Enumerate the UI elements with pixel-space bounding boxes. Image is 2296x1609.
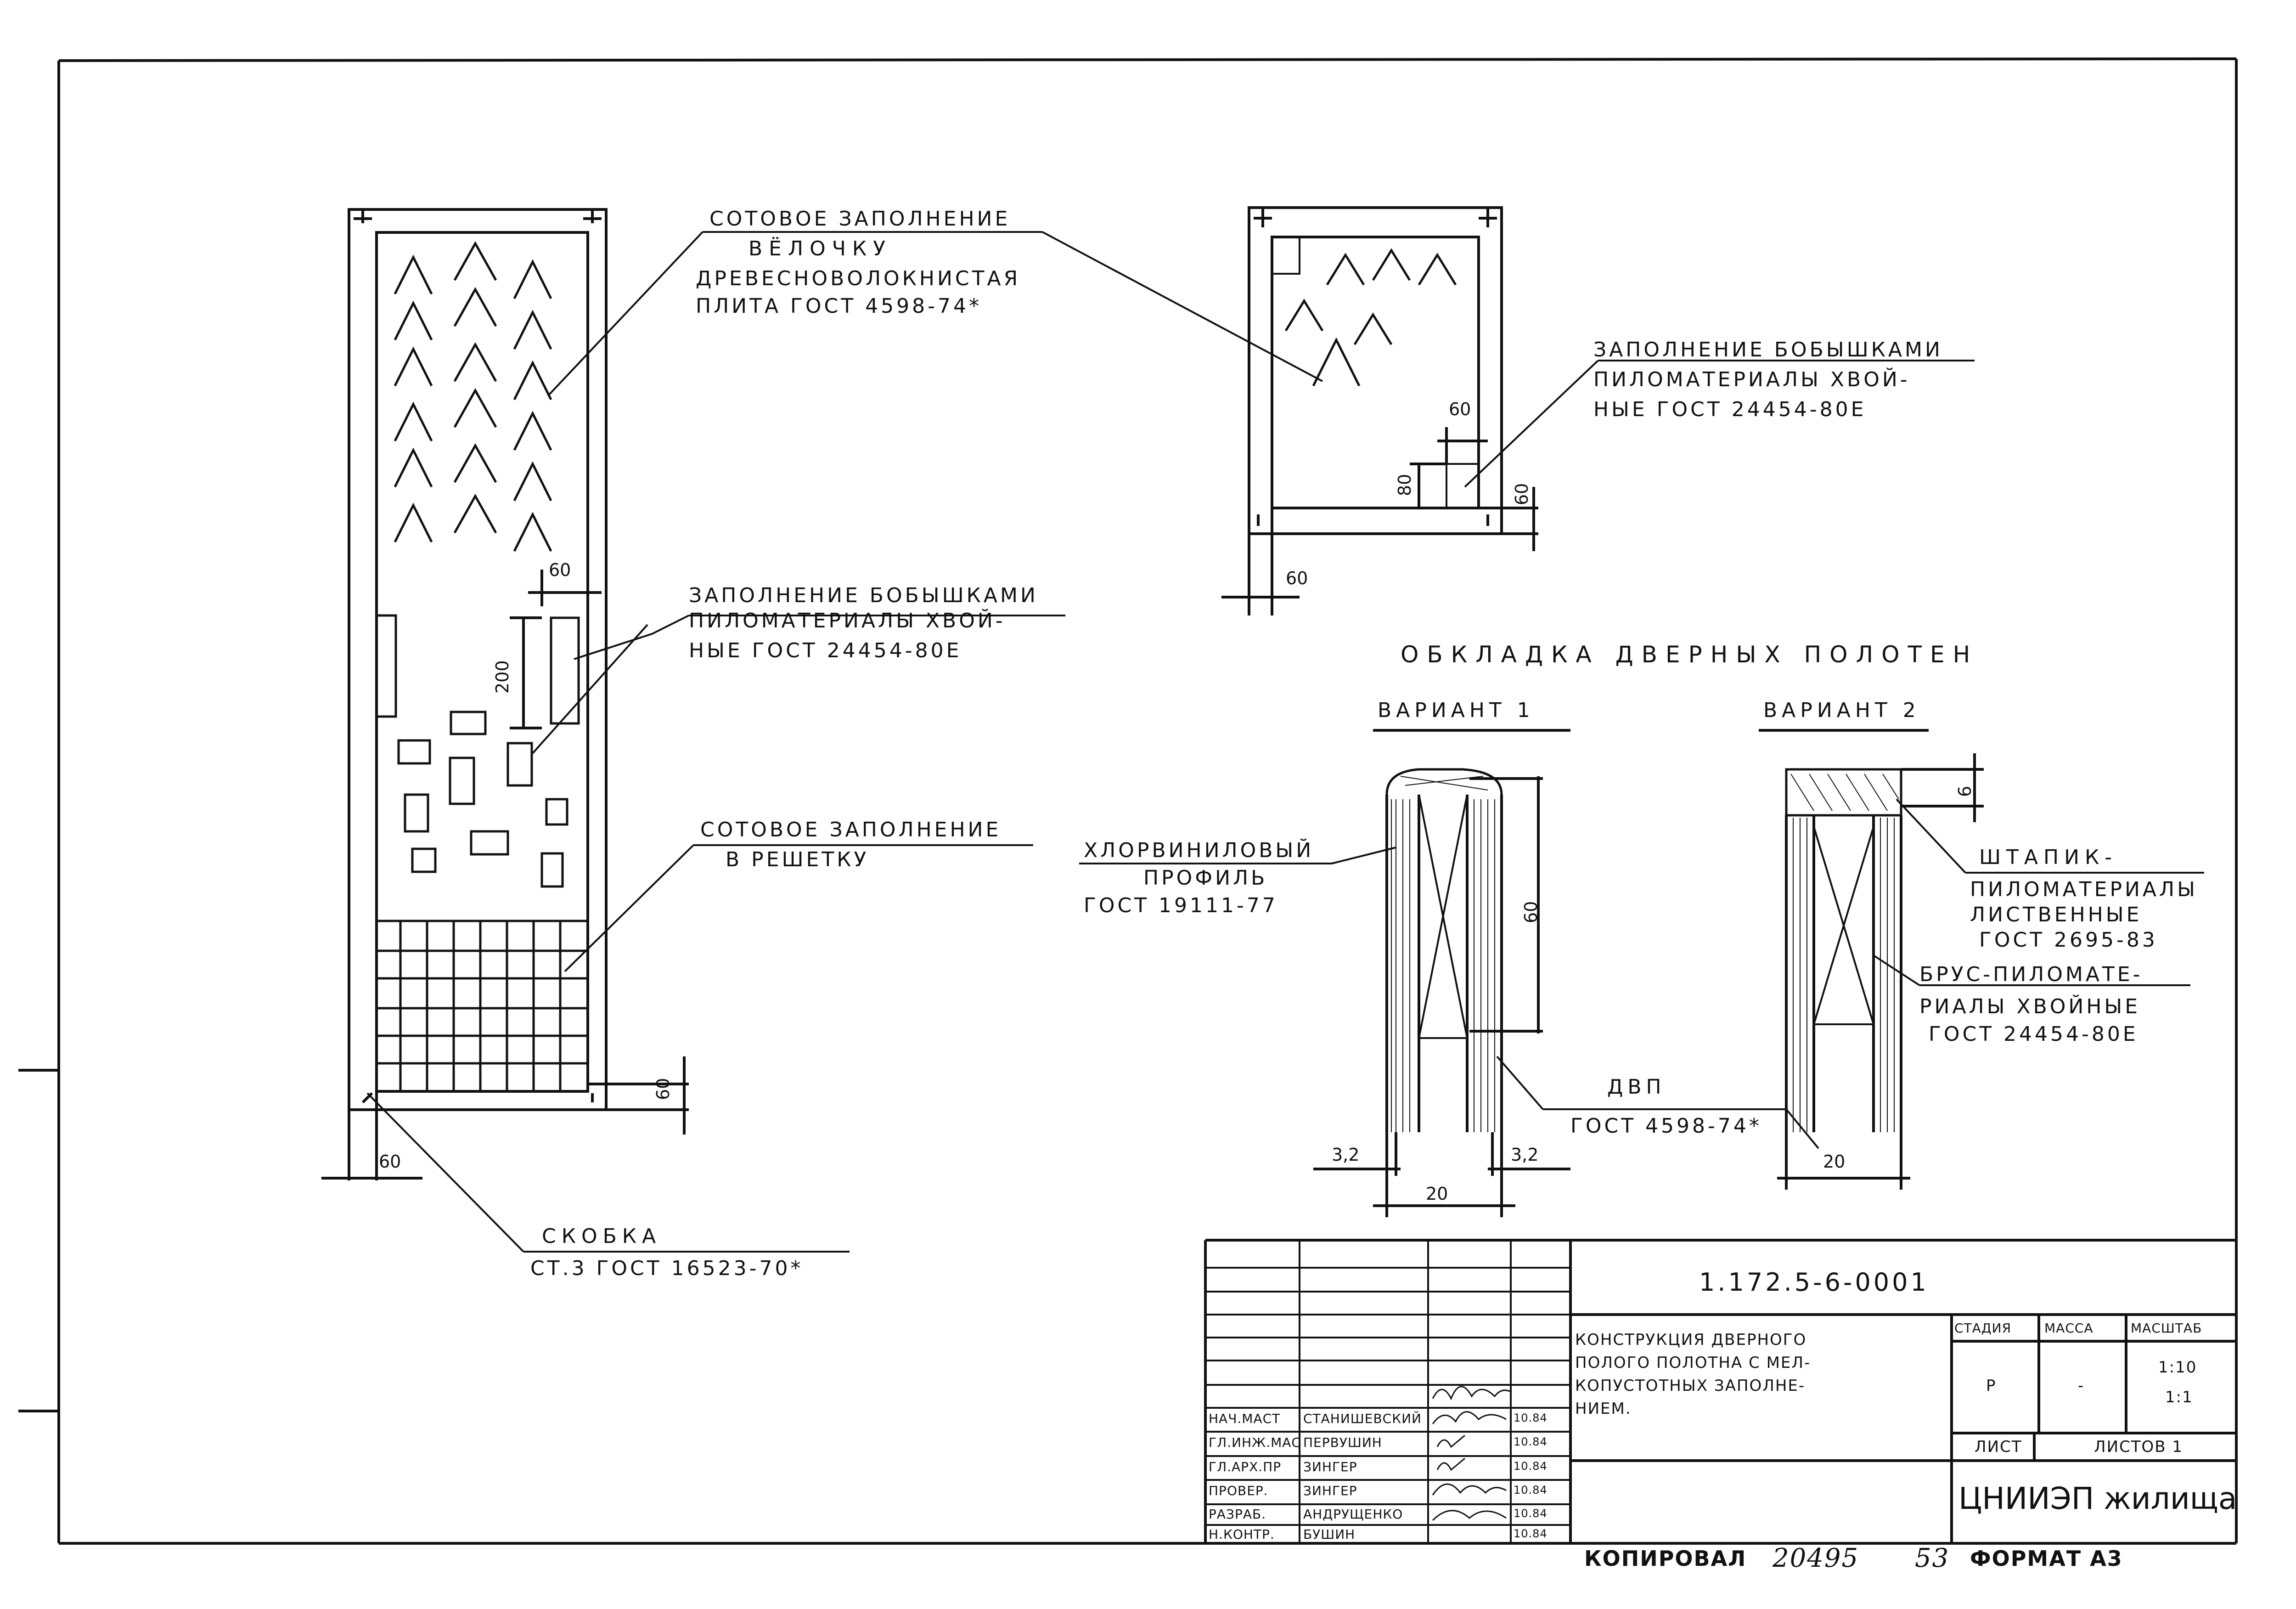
bracket-label-line2: СТ.3 ГОСТ 16523-70* <box>530 1257 804 1280</box>
herringbone-fill <box>394 241 552 552</box>
grid-fill <box>377 920 588 1091</box>
staff-role: ГЛ.ИНЖ.МАС <box>1209 1435 1301 1450</box>
staff-name: ПЕРВУШИН <box>1303 1435 1382 1450</box>
brus-label-line3: ГОСТ 24454-80Е <box>1929 1022 2138 1046</box>
large-dim-200: 200 <box>492 660 512 694</box>
brus-label-line1: БРУС-ПИЛОМАТЕ- <box>1919 963 2143 986</box>
large-honeycomb-label-line4: ПЛИТА ГОСТ 4598-74* <box>696 294 982 318</box>
staff-role: ГЛ.АРХ.ПР <box>1209 1459 1282 1474</box>
door-small-leaders <box>1042 231 1975 488</box>
copied-label: КОПИРОВАЛ <box>1584 1546 1747 1571</box>
large-dim-60-top: 60 <box>549 560 571 580</box>
stage-value: Р <box>1986 1377 1997 1395</box>
copied-number: 20495 <box>1773 1543 1859 1573</box>
mass-value: - <box>2078 1377 2085 1395</box>
shtapik-label-line4: ГОСТ 2695-83 <box>1979 928 2158 952</box>
small-dim-60-a: 60 <box>1449 399 1471 419</box>
large-block-fill-label-line1: ЗАПОЛНЕНИЕ БОБЫШКАМИ <box>689 584 1038 607</box>
staff-date: 10.84 <box>1514 1507 1548 1520</box>
staff-role: РАЗРАБ. <box>1209 1507 1266 1522</box>
pvc-label-line2: ПРОФИЛЬ <box>1143 866 1268 890</box>
staff-role: Н.КОНТР. <box>1209 1527 1275 1542</box>
staff-name: ЗИНГЕР <box>1303 1459 1357 1474</box>
pvc-label-line3: ГОСТ 19111-77 <box>1084 894 1278 917</box>
small-herringbone <box>1284 248 1457 387</box>
pvc-label-line1: ХЛОРВИНИЛОВЫЙ <box>1084 839 1314 862</box>
scale-value-1: 1:10 <box>2158 1358 2197 1377</box>
title-block-frame <box>1204 1239 2236 1543</box>
title-line4: НИЕМ. <box>1575 1400 1632 1418</box>
door-small-outline <box>1221 206 1538 615</box>
small-block-fill-label-line2: ПИЛОМАТЕРИАЛЫ ХВОЙ- <box>1593 368 1910 391</box>
sheet-label: ЛИСТ <box>1975 1438 2022 1456</box>
format-label: ФОРМАТ А3 <box>1970 1546 2123 1571</box>
col-scale: МАСШТАБ <box>2131 1321 2202 1336</box>
title-line1: КОНСТРУКЦИЯ ДВЕРНОГО <box>1575 1331 1807 1349</box>
staff-role: ПРОВЕР. <box>1209 1483 1268 1498</box>
door-large-outline <box>321 208 689 1180</box>
v1-dim-3-2-right: 3,2 <box>1511 1145 1539 1165</box>
staff-name: БУШИН <box>1303 1527 1356 1542</box>
small-block-fill-label-line1: ЗАПОЛНЕНИЕ БОБЫШКАМИ <box>1593 338 1943 361</box>
shtapik-label-line3: ЛИСТВЕННЫЕ <box>1970 903 2142 926</box>
shtapik-label-line1: ШТАПИК- <box>1979 846 2118 869</box>
large-honeycomb-label-line2: ВЁЛОЧКУ <box>748 237 892 260</box>
brus-label-line2: РИАЛЫ ХВОЙНЫЕ <box>1919 995 2141 1018</box>
sheets-label: ЛИСТОВ 1 <box>2094 1438 2183 1456</box>
cladding-variant2-leaders <box>1873 798 2204 986</box>
title-line2: ПОЛОГО ПОЛОТНА С МЕЛ- <box>1575 1354 1811 1372</box>
v1-dim-20: 20 <box>1426 1184 1448 1204</box>
page-number: 53 <box>1915 1543 1950 1573</box>
door-large-leaders <box>366 231 1065 1253</box>
organization: ЦНИИЭП жилища <box>1958 1481 2237 1516</box>
signatures <box>1432 1386 1511 1521</box>
v1-dim-60: 60 <box>1521 901 1541 923</box>
doc-number: 1.172.5-6-0001 <box>1699 1268 1929 1297</box>
large-honeycomb-label-line3: ДРЕВЕСНОВОЛОКНИСТАЯ <box>696 267 1021 290</box>
cladding-title: ОБКЛАДКА ДВЕРНЫХ ПОЛОТЕН <box>1401 641 1979 668</box>
dvp-label-line2: ГОСТ 4598-74* <box>1570 1114 1762 1138</box>
large-dim-60-bottom: 60 <box>379 1152 401 1172</box>
large-block-fill-label-line3: НЫЕ ГОСТ 24454-80Е <box>689 639 962 662</box>
bracket-label-line1: СКОБКА <box>542 1225 662 1248</box>
dvp-label-line1: ДВП <box>1607 1075 1666 1099</box>
large-grid-label-line1: СОТОВОЕ ЗАПОЛНЕНИЕ <box>700 818 1002 841</box>
v2-dim-6: 6 <box>1955 785 1975 797</box>
small-block-fill-label-line3: НЫЕ ГОСТ 24454-80Е <box>1593 398 1867 421</box>
small-dim-80: 80 <box>1395 474 1415 496</box>
cladding-variant1-profile <box>1313 729 1570 1217</box>
block-fill <box>375 614 580 888</box>
large-honeycomb-label-line1: СОТОВОЕ ЗАПОЛНЕНИЕ <box>709 207 1011 231</box>
col-mass: МАССА <box>2044 1321 2093 1336</box>
large-grid-label-line2: В РЕШЕТКУ <box>726 848 869 871</box>
cladding-variant2-profile <box>1759 729 1984 1190</box>
staff-name: АНДРУЩЕНКО <box>1303 1507 1403 1522</box>
sheet-frame <box>18 57 2238 1545</box>
title-line3: КОПУСТОТНЫХ ЗАПОЛНЕ- <box>1575 1377 1806 1395</box>
staff-date: 10.84 <box>1514 1435 1548 1448</box>
scale-value-2: 1:1 <box>2165 1388 2193 1406</box>
staff-role: НАЧ.МАСТ <box>1209 1411 1281 1426</box>
large-dim-60-side: 60 <box>653 1078 673 1100</box>
staff-date: 10.84 <box>1514 1460 1548 1473</box>
variant1-title: ВАРИАНТ 1 <box>1378 699 1535 722</box>
shtapik-label-line2: ПИЛОМАТЕРИАЛЫ <box>1970 878 2198 901</box>
col-stage: СТАДИЯ <box>1954 1321 2012 1336</box>
staff-name: ЗИНГЕР <box>1303 1483 1357 1498</box>
staff-name: СТАНИШЕВСКИЙ <box>1303 1411 1422 1426</box>
v2-dim-20: 20 <box>1823 1152 1846 1172</box>
v1-dim-3-2-left: 3,2 <box>1332 1145 1360 1165</box>
staff-date: 10.84 <box>1514 1484 1548 1496</box>
cladding-variant1-leaders <box>1079 847 1819 1149</box>
large-block-fill-label-line2: ПИЛОМАТЕРИАЛЫ ХВОЙ- <box>689 609 1006 632</box>
variant2-title: ВАРИАНТ 2 <box>1763 699 1920 722</box>
staff-date: 10.84 <box>1514 1411 1548 1424</box>
small-dim-60-c: 60 <box>1286 568 1308 588</box>
small-dim-60-b: 60 <box>1512 483 1532 505</box>
staff-date: 10.84 <box>1514 1527 1548 1540</box>
